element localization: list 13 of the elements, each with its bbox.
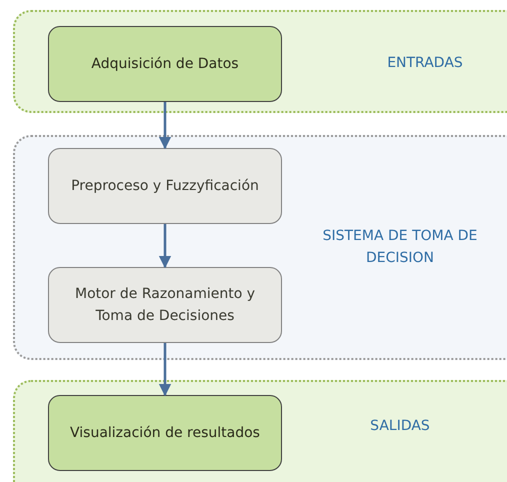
group-label: ENTRADAS (386, 54, 464, 73)
group-panel (13, 135, 507, 360)
group-panel (13, 380, 507, 482)
group-panel (13, 10, 507, 113)
arrow (158, 102, 172, 150)
process-box: Visualización de resultados (48, 395, 282, 471)
group-label: SISTEMA DE TOMA DE DECISION (322, 227, 478, 268)
group-label: SALIDAS (369, 417, 431, 436)
process-box: Motor de Razonamiento y Toma de Decisiones (48, 267, 282, 343)
arrow (158, 224, 172, 268)
arrow (158, 343, 172, 396)
process-box: Preproceso y Fuzzyficación (48, 148, 282, 224)
process-box: Adquisición de Datos (48, 26, 282, 102)
